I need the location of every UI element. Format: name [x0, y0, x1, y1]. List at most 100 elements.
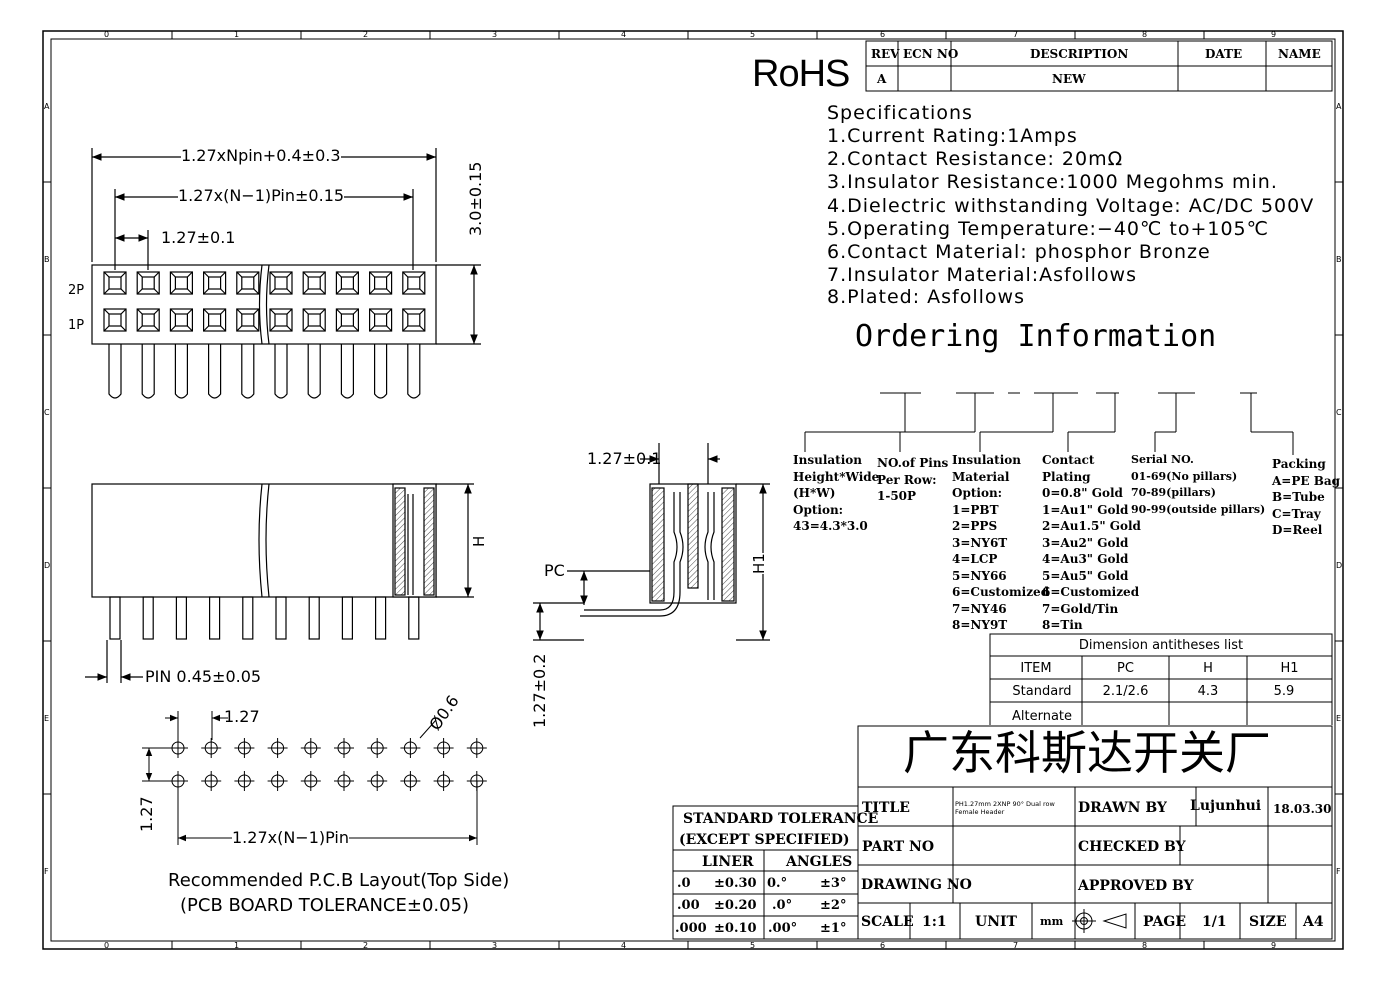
ordering-line: 2=Au1.5" Gold — [1042, 519, 1141, 533]
dim-h-label: H — [470, 535, 488, 547]
pin-cavity — [203, 271, 227, 295]
row-label-e-right: E — [1336, 714, 1342, 723]
tolerance-cell: ±3° — [820, 876, 847, 891]
pin-lead — [108, 344, 122, 399]
ordering-line: Option: — [793, 502, 844, 517]
row-label-e: E — [44, 714, 50, 723]
rohs-logo: RoHS — [752, 53, 850, 95]
title-value: PH1.27mm 2XNP 90° Dual row Female Header — [955, 800, 1055, 816]
date-header: DATE — [1205, 47, 1243, 61]
col-label-3-bottom: 3 — [492, 941, 498, 950]
ordering-line: 7=NY46 — [952, 601, 1007, 616]
spec-item: 3.Insulator Resistance:1000 Megohms min. — [827, 171, 1278, 193]
pin-lead — [375, 596, 387, 640]
col-label-6-bottom: 6 — [880, 941, 886, 950]
col-label-9: 9 — [1271, 30, 1277, 39]
ordering-line: 7=Gold/Tin — [1042, 601, 1119, 616]
pin-lead — [142, 596, 154, 640]
pin-lead — [208, 344, 222, 399]
row-label-a: A — [44, 102, 50, 111]
pin-lead — [408, 596, 420, 640]
row-label-c-right: C — [1336, 408, 1342, 417]
row-label-b-right: B — [1336, 255, 1342, 264]
dim-pcb-row-pitch: 1.27 — [137, 796, 156, 832]
pin-lead — [307, 344, 321, 399]
pin-cavity — [269, 308, 293, 332]
dim-row-standard: Standard — [1012, 684, 1072, 699]
tolerance-title-2: (EXCEPT SPECIFIED) — [679, 832, 850, 848]
rev-value: A — [877, 72, 887, 86]
pin-cavity — [269, 271, 293, 295]
dim-pcb-span: 1.27x(N−1)Pin — [232, 828, 350, 847]
row-label-f: F — [44, 867, 49, 876]
pcb-hole — [367, 738, 388, 758]
pin-cavity — [236, 308, 260, 332]
dim-header-h: H — [1203, 661, 1213, 676]
size-label: SIZE — [1249, 914, 1287, 930]
ordering-line: 8=NY9T — [952, 618, 1008, 632]
spec-item: 1.Current Rating:1Amps — [827, 125, 1078, 147]
pcb-hole — [168, 738, 188, 758]
pin-cavity — [103, 308, 127, 332]
tolerance-cell: .00° — [768, 921, 798, 936]
col-label-8: 8 — [1142, 30, 1148, 39]
pin-cavity — [302, 308, 326, 332]
pcb-hole — [367, 771, 388, 791]
dim-bend-height: 1.27±0.2 — [530, 653, 549, 728]
spec-item: 2.Contact Resistance: 20mΩ — [827, 148, 1124, 170]
tolerance-liner: LINER — [702, 854, 754, 870]
scale-value: 1:1 — [922, 914, 947, 930]
pin-lead — [275, 596, 287, 640]
ordering-line: C=Tray — [1272, 506, 1321, 521]
dim-standard-h1: 5.9 — [1273, 684, 1295, 699]
dim-header-pc: PC — [1117, 661, 1134, 676]
spec-title: Specifications — [827, 102, 973, 124]
pin-lead — [175, 596, 187, 640]
pin-lead — [340, 344, 354, 399]
tolerance-cell: ±2° — [820, 898, 847, 913]
tolerance-cell: .000 — [675, 921, 707, 936]
description-value: NEW — [1052, 72, 1086, 86]
row-label-c: C — [44, 408, 50, 417]
pin-cavity — [169, 308, 193, 332]
tolerance-title-1: STANDARD TOLERANCE — [683, 811, 879, 827]
col-label-1-bottom: 1 — [234, 941, 240, 950]
page-label: PAGE — [1143, 914, 1186, 930]
ordering-line: Plating — [1042, 469, 1091, 484]
pin-lead — [407, 344, 421, 399]
ordering-pins-per-row: NO.of Pins Per Row: 1-50P — [877, 455, 948, 505]
col-label-9-bottom: 9 — [1271, 941, 1277, 950]
pcb-hole — [267, 738, 288, 758]
pcb-hole — [300, 771, 321, 791]
ordering-line: (H*W) — [793, 486, 836, 500]
col-label-0: 0 — [104, 30, 110, 39]
ordering-line: Insulation — [793, 453, 862, 467]
col-label-1: 1 — [234, 30, 240, 39]
ordering-line: 1-50P — [877, 489, 917, 503]
dim-section-pitch: 1.27±0.1 — [587, 449, 662, 468]
ordering-line: 8=Tin — [1042, 618, 1083, 632]
dim-pcb-pitch: 1.27 — [224, 707, 260, 726]
drawing-no-label: DRAWING NO — [861, 877, 972, 893]
checked-by-label: CHECKED BY — [1078, 839, 1186, 855]
row-1p-label: 1P — [68, 318, 85, 333]
ordering-line: Contact — [1042, 453, 1095, 467]
ordering-insulation-hw: Insulation Height*Wide (H*W) Option: 43=… — [793, 452, 879, 535]
tolerance-cell: .0 — [677, 876, 691, 891]
ordering-line: D=Reel — [1272, 523, 1323, 537]
scale-label: SCALE — [861, 914, 914, 930]
dim-height: 3.0±0.15 — [466, 161, 485, 236]
dim-pitch: 1.27±0.1 — [161, 228, 236, 247]
ordering-packing: Packing A=PE Bag B=Tube C=Tray D=Reel — [1272, 456, 1340, 539]
part-no-label: PART NO — [862, 839, 935, 855]
pin-lead — [242, 596, 254, 640]
pin-cavity — [169, 271, 193, 295]
pcb-tolerance-caption: (PCB BOARD TOLERANCE±0.05) — [180, 895, 470, 916]
ordering-line: Per Row: — [877, 472, 937, 487]
ordering-line: 0=0.8" Gold — [1042, 486, 1123, 500]
col-label-0-bottom: 0 — [104, 941, 110, 950]
ordering-line: Option: — [952, 486, 1003, 500]
pcb-hole — [433, 738, 454, 758]
pin-lead — [209, 596, 221, 640]
